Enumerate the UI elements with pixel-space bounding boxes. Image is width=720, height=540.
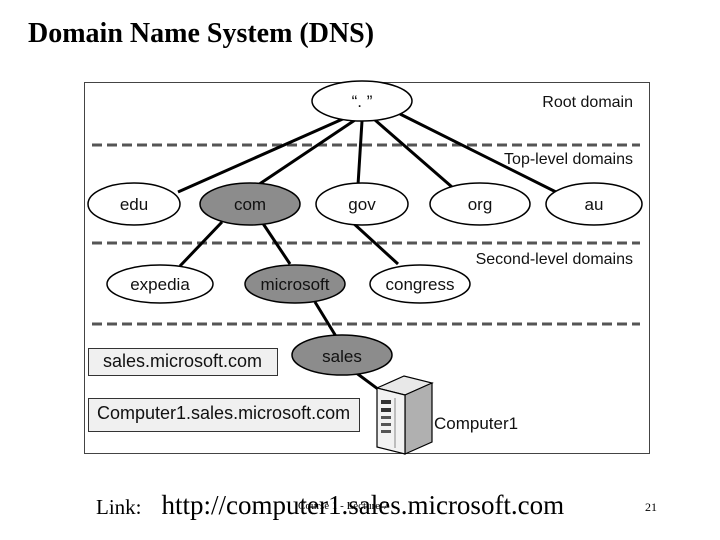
node-sales	[291, 334, 393, 376]
node-microsoft-label: microsoft	[261, 275, 330, 294]
node-org	[429, 182, 531, 226]
node-microsoft	[244, 264, 346, 304]
edge-root-gov	[356, 120, 364, 186]
level-label-second: Second-level domains	[476, 251, 633, 268]
node-edu	[87, 182, 181, 226]
edge-root-au	[399, 112, 561, 196]
sales-fqdn-label: sales.microsoft.com	[88, 348, 278, 376]
footer-link: Link: http://computer1.sales.microsoft.co…	[96, 490, 564, 521]
edge-root-org	[374, 118, 453, 189]
node-org-label: org	[468, 195, 493, 214]
footer-url[interactable]: http://computer1.sales.microsoft.com	[161, 490, 565, 520]
edge-root-com	[254, 118, 356, 189]
node-com	[199, 182, 301, 226]
edge-gov-congress	[350, 220, 400, 266]
edge-com-expedia	[178, 220, 224, 268]
edge-root-edu	[177, 116, 346, 194]
node-congress-label: congress	[386, 275, 455, 294]
node-root-label: “. ”	[352, 92, 373, 111]
node-sales-label: sales	[322, 347, 362, 366]
node-expedia	[106, 264, 214, 304]
server-icon	[375, 375, 434, 455]
node-root	[311, 80, 413, 122]
node-gov	[315, 182, 409, 226]
computer-fqdn-label: Computer1.sales.microsoft.com	[88, 398, 360, 432]
edge-microsoft-sales	[313, 301, 339, 339]
computer1-label: Computer1	[434, 414, 518, 433]
footer-course: Course 1 - Lecture 7	[298, 500, 389, 512]
node-au	[545, 182, 643, 226]
edge-com-microsoft	[260, 221, 292, 265]
node-com-label: com	[234, 195, 266, 214]
level-label-root: Root domain	[542, 94, 633, 111]
level-label-top: Top-level domains	[504, 151, 633, 168]
node-congress	[369, 264, 471, 304]
node-expedia-label: expedia	[130, 275, 190, 294]
node-edu-label: edu	[120, 195, 148, 214]
page-number: 21	[645, 500, 657, 514]
slide-title: Domain Name System (DNS)	[28, 18, 375, 49]
node-gov-label: gov	[348, 195, 376, 214]
node-au-label: au	[585, 195, 604, 214]
footer-link-label: Link:	[96, 495, 142, 519]
